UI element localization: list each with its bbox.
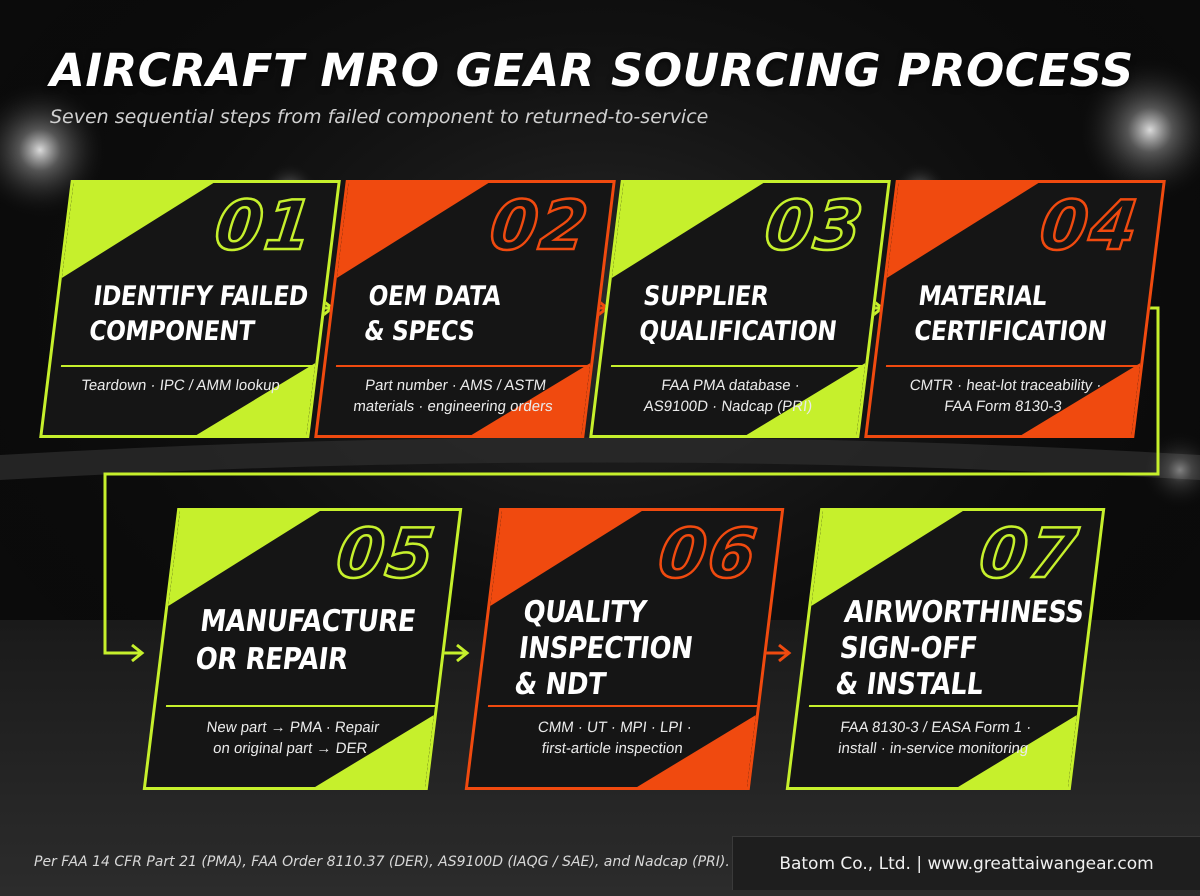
step-description: CMTR · heat-lot traceability · FAA Form … [880,375,1129,417]
step-title: MATERIAL CERTIFICATION [912,279,1118,349]
step-desc-line: Part number · AMS / ASTM [364,377,548,394]
step-description: Part number · AMS / ASTM materials · eng… [330,375,579,417]
step-number: 04 [1034,186,1145,268]
step-desc-line: New part → PMA · Repair [205,719,381,736]
step-card-06: 06 QUALITY INSPECTION & NDT CMM · UT · M… [464,508,785,790]
card-divider [487,705,758,707]
card-accent-corner [62,183,214,278]
step-title-line: QUALIFICATION [637,316,839,347]
step-number: 03 [759,186,870,268]
card-accent-corner [490,511,642,606]
card-divider [808,705,1079,707]
step-description: Teardown · IPC / AMM lookup [57,375,304,396]
step-desc-line: CMM · UT · MPI · LPI · [536,719,693,736]
step-number: 07 [974,514,1085,596]
step-title-line: COMPONENT [87,316,257,347]
step-card-04: 04 MATERIAL CERTIFICATION CMTR · heat-lo… [864,180,1166,438]
card-accent-corner [197,363,316,435]
card-divider [60,365,316,367]
step-title: IDENTIFY FAILED COMPONENT [87,279,310,349]
step-title-line: OR REPAIR [193,642,350,677]
step-title-line: IDENTIFY FAILED [91,281,310,312]
card-accent-corner [337,183,489,278]
page-title: AIRCRAFT MRO GEAR SOURCING PROCESS [50,44,1134,97]
step-desc-line: on original part → DER [212,740,369,757]
card-divider [885,365,1141,367]
step-card-07: 07 AIRWORTHINESS SIGN-OFF & INSTALL FAA … [785,508,1106,790]
step-number: 01 [209,186,320,268]
step-title-line: SUPPLIER [641,281,771,312]
step-card-01: 01 IDENTIFY FAILED COMPONENT Teardown · … [39,180,341,438]
step-desc-line: install · in-service monitoring [837,740,1030,757]
step-title-line: SIGN-OFF [837,631,979,666]
card-accent-corner [612,183,764,278]
step-description: FAA PMA database · AS9100D · Nadcap (PRI… [605,375,854,417]
step-title-line: & NDT [512,667,608,702]
step-desc-line: FAA PMA database · [660,377,801,394]
page-subtitle: Seven sequential steps from failed compo… [50,106,709,128]
step-desc-line: materials · engineering orders [352,398,554,415]
card-divider [335,365,591,367]
step-title-line: CERTIFICATION [912,316,1109,347]
step-description: CMM · UT · MPI · LPI · first-article ins… [481,717,745,759]
arrow-4-to-5-connector [103,306,1160,663]
regulatory-footnote: Per FAA 14 CFR Part 21 (PMA), FAA Order … [34,854,730,870]
step-desc-line: first-article inspection [540,740,684,757]
step-title-line: & SPECS [362,316,477,347]
step-desc-line: FAA 8130-3 / EASA Form 1 · [839,719,1033,736]
step-desc-line: AS9100D · Nadcap (PRI) [642,398,814,415]
step-desc-line: FAA Form 8130-3 [943,398,1063,415]
step-title-line: QUALITY [521,595,649,630]
step-title: SUPPLIER QUALIFICATION [637,279,843,349]
step-title-line: & INSTALL [833,667,986,702]
step-number: 02 [484,186,595,268]
step-title: MANUFACTURE OR REPAIR [193,603,418,679]
step-title-line: INSPECTION [516,631,695,666]
step-title-line: AIRWORTHINESS [842,595,1086,630]
step-title-line: OEM DATA [366,281,503,312]
step-title-line: MANUFACTURE [198,604,418,639]
step-card-03: 03 SUPPLIER QUALIFICATION FAA PMA databa… [589,180,891,438]
step-description: New part → PMA · Repair on original part… [159,717,423,759]
step-description: FAA 8130-3 / EASA Form 1 · install · in-… [802,717,1066,759]
step-card-02: 02 OEM DATA & SPECS Part number · AMS / … [314,180,616,438]
step-number: 06 [653,514,764,596]
step-desc-line: CMTR · heat-lot traceability · [908,377,1103,394]
step-title-line: MATERIAL [916,281,1049,312]
step-card-05: 05 MANUFACTURE OR REPAIR New part → PMA … [142,508,463,790]
step-title: OEM DATA & SPECS [362,279,568,349]
step-desc-line: Teardown · IPC / AMM lookup [80,377,281,394]
card-accent-corner [887,183,1039,278]
card-accent-corner [811,511,963,606]
company-credit: Batom Co., Ltd. | www.greattaiwangear.co… [732,836,1200,890]
step-number: 05 [331,514,442,596]
step-title: AIRWORTHINESS SIGN-OFF & INSTALL [833,595,1086,703]
card-accent-corner [168,511,320,606]
card-divider [165,705,436,707]
step-title: QUALITY INSPECTION & NDT [512,595,723,703]
card-divider [610,365,866,367]
